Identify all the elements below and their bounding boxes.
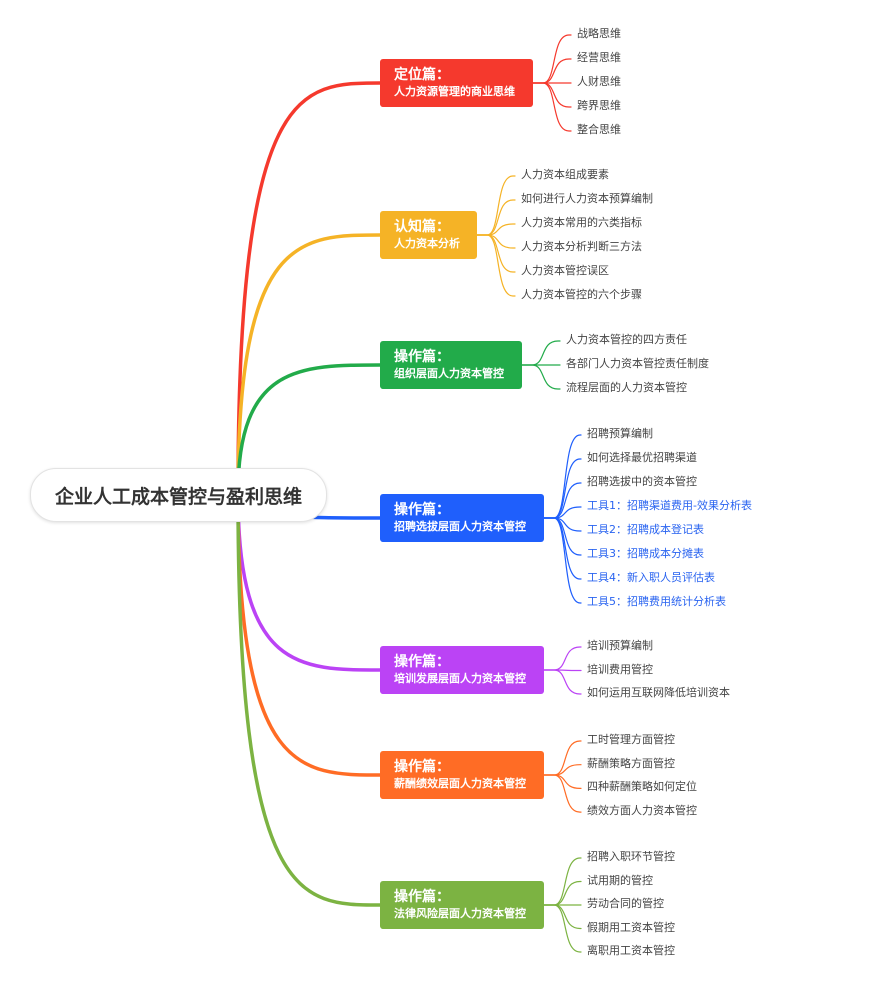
leaf-connector — [543, 517, 582, 604]
leaf-topic[interactable]: 人力资本管控的六个步骤 — [521, 288, 642, 301]
branch-title: 操作篇： — [394, 502, 450, 518]
leaf-topic[interactable]: 人力资本常用的六类指标 — [521, 216, 642, 229]
branch-subtitle: 薪酬绩效层面人力资本管控 — [394, 777, 526, 790]
leaf-connector — [543, 904, 582, 953]
leaf-topic[interactable]: 如何进行人力资本预算编制 — [521, 192, 653, 205]
leaf-topic[interactable]: 工具4：新入职人员评估表 — [587, 571, 715, 584]
branch-title: 定位篇： — [394, 67, 450, 83]
leaf-connector — [543, 740, 582, 776]
root-title: 企业人工成本管控与盈利思维 — [54, 485, 302, 508]
leaf-topic[interactable]: 工具5：招聘费用统计分析表 — [587, 595, 726, 608]
leaf-topic[interactable]: 流程层面的人力资本管控 — [566, 381, 687, 394]
branch-topic-4[interactable]: 操作篇： 招聘选拔层面人力资本管控 — [380, 494, 544, 542]
branch-topic-3[interactable]: 操作篇： 组织层面人力资本管控 — [380, 341, 522, 389]
leaf-topic[interactable]: 薪酬策略方面管控 — [587, 756, 675, 770]
root-connector — [236, 492, 382, 907]
leaf-topic[interactable]: 绩效方面人力资本管控 — [587, 804, 697, 818]
root-connector — [236, 233, 382, 496]
leaf-connector — [532, 82, 572, 132]
leaf-topic[interactable]: 招聘预算编制 — [587, 427, 653, 440]
root-topic[interactable]: 企业人工成本管控与盈利思维 — [30, 468, 327, 522]
branch-subtitle: 人力资本分析 — [394, 237, 460, 250]
branch-subtitle: 组织层面人力资本管控 — [394, 367, 504, 380]
branch-topic-6[interactable]: 操作篇： 薪酬绩效层面人力资本管控 — [380, 751, 544, 799]
branch-topic-7[interactable]: 操作篇： 法律风险层面人力资本管控 — [380, 881, 544, 929]
branch-subtitle: 法律风险层面人力资本管控 — [394, 907, 526, 920]
leaf-topic[interactable]: 人力资本管控的四方责任 — [566, 333, 687, 346]
root-connector — [236, 363, 382, 496]
leaf-connector — [543, 669, 582, 695]
leaf-topic[interactable]: 人财思维 — [577, 75, 621, 88]
leaf-connector — [543, 517, 582, 532]
leaf-topic[interactable]: 招聘入职环节管控 — [587, 850, 675, 863]
branch-title: 操作篇： — [394, 759, 450, 775]
branch-title: 操作篇： — [394, 889, 450, 905]
leaf-topic[interactable]: 人力资本组成要素 — [521, 168, 609, 181]
branch-title: 认知篇： — [394, 219, 450, 235]
branch-topic-2[interactable]: 认知篇： 人力资本分析 — [380, 211, 477, 259]
branch-title: 操作篇： — [394, 654, 450, 670]
leaf-topic[interactable]: 如何运用互联网降低培训资本 — [587, 686, 730, 699]
leaf-topic[interactable]: 整合思维 — [577, 123, 621, 136]
leaf-topic[interactable]: 工具1：招聘渠道费用-效果分析表 — [587, 499, 752, 512]
leaf-topic[interactable]: 经营思维 — [577, 51, 621, 64]
leaf-connector — [543, 774, 582, 789]
leaf-connector — [476, 234, 516, 297]
leaf-topic[interactable]: 劳动合同的管控 — [587, 897, 664, 910]
leaf-topic[interactable]: 各部门人力资本管控责任制度 — [566, 357, 709, 370]
leaf-topic[interactable]: 假期用工资本管控 — [587, 920, 675, 934]
leaf-topic[interactable]: 工具2：招聘成本登记表 — [587, 523, 704, 536]
branch-subtitle: 人力资源管理的商业思维 — [394, 85, 515, 98]
leaf-topic[interactable]: 四种薪酬策略如何定位 — [587, 780, 697, 794]
leaf-topic[interactable]: 招聘选拔中的资本管控 — [587, 475, 697, 488]
leaf-topic[interactable]: 培训预算编制 — [587, 639, 653, 652]
leaf-connector — [521, 340, 561, 366]
root-connector — [236, 492, 382, 672]
root-connector — [236, 81, 382, 496]
branch-subtitle: 培训发展层面人力资本管控 — [394, 672, 526, 685]
branch-title: 操作篇： — [394, 349, 450, 365]
leaf-topic[interactable]: 试用期的管控 — [587, 873, 653, 887]
root-connector — [236, 492, 382, 777]
leaf-topic[interactable]: 培训费用管控 — [587, 662, 653, 676]
leaf-topic[interactable]: 工时管理方面管控 — [587, 733, 675, 746]
leaf-topic[interactable]: 离职用工资本管控 — [587, 944, 675, 957]
leaf-topic[interactable]: 工具3：招聘成本分摊表 — [587, 547, 704, 560]
leaf-topic[interactable]: 如何选择最优招聘渠道 — [587, 451, 697, 464]
branch-topic-5[interactable]: 操作篇： 培训发展层面人力资本管控 — [380, 646, 544, 694]
branch-subtitle: 招聘选拔层面人力资本管控 — [394, 520, 526, 533]
leaf-topic[interactable]: 战略思维 — [577, 27, 621, 40]
leaf-connector — [543, 646, 582, 671]
leaf-topic[interactable]: 跨界思维 — [577, 99, 621, 112]
leaf-topic[interactable]: 人力资本分析判断三方法 — [521, 240, 642, 253]
leaf-topic[interactable]: 人力资本管控误区 — [521, 264, 609, 277]
leaf-connector — [521, 364, 561, 390]
leaf-connector — [543, 774, 582, 813]
branch-topic-1[interactable]: 定位篇： 人力资源管理的商业思维 — [380, 59, 533, 107]
